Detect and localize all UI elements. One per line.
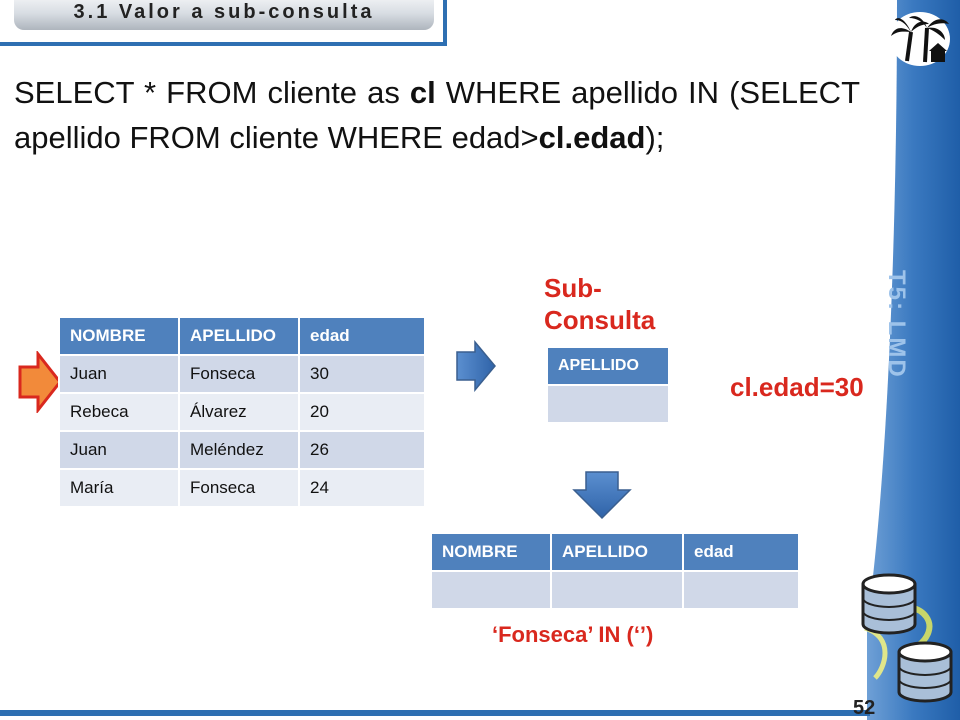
col-edad: edad [298, 316, 426, 356]
flow-right-arrow-icon [456, 340, 496, 392]
cell: Rebeca [58, 392, 180, 432]
main-table: NOMBRE APELLIDO edad Juan Fonseca 30 Reb… [58, 316, 426, 508]
col-nombre: NOMBRE [58, 316, 180, 356]
cell [682, 570, 800, 610]
cell [546, 384, 670, 424]
col-apellido: APELLIDO [178, 316, 300, 356]
side-label: T5: LMD [883, 270, 910, 379]
right-arrow-icon [18, 351, 62, 413]
flow-down-arrow-icon [572, 471, 632, 520]
table-row: Rebeca Álvarez 20 [58, 392, 426, 432]
table-row: Juan Meléndez 26 [58, 430, 426, 470]
subquery-table: APELLIDO [546, 346, 670, 424]
cell: 30 [298, 354, 426, 394]
bottom-rule [0, 710, 870, 716]
cell: Álvarez [178, 392, 300, 432]
col-nombre: NOMBRE [430, 532, 552, 572]
subquery-title: Sub- Consulta [544, 272, 655, 336]
cell: 20 [298, 392, 426, 432]
in-expression: ‘Fonseca’ IN (‘’) [492, 622, 654, 647]
table-row: María Fonseca 24 [58, 468, 426, 508]
subquery-header: APELLIDO [546, 346, 670, 386]
title-frame: 3.1 Valor a sub-consulta [0, 0, 447, 46]
result-table-header: NOMBRE APELLIDO edad [430, 532, 800, 572]
sql-part-3: ); [645, 120, 665, 155]
col-apellido: APELLIDO [550, 532, 684, 572]
palm-tree-icon [890, 12, 950, 66]
slide-title: 3.1 Valor a sub-consulta [73, 1, 375, 23]
table-row [546, 384, 670, 424]
cell: Fonseca [178, 354, 300, 394]
table-row [430, 570, 800, 610]
database-icon [861, 573, 953, 703]
sql-part-1: SELECT * FROM cliente as [14, 75, 410, 110]
condition-label: cl.edad=30 [730, 372, 864, 402]
cell: Juan [58, 430, 180, 470]
cell [430, 570, 552, 610]
cell: 24 [298, 468, 426, 508]
database-cylinder-1 [861, 573, 917, 635]
sql-statement: SELECT * FROM cliente as cl WHERE apelli… [14, 70, 860, 160]
subquery-title-line2: Consulta [544, 305, 656, 335]
title-pill: 3.1 Valor a sub-consulta [14, 0, 434, 30]
cell: 26 [298, 430, 426, 470]
page-number: 52 [853, 697, 876, 719]
main-table-header: NOMBRE APELLIDO edad [58, 316, 426, 356]
subquery-title-line1: Sub- [544, 273, 602, 303]
cell: Fonseca [178, 468, 300, 508]
database-cylinder-2 [897, 641, 953, 703]
col-edad: edad [682, 532, 800, 572]
cell [550, 570, 684, 610]
cell: Meléndez [178, 430, 300, 470]
table-row: Juan Fonseca 30 [58, 354, 426, 394]
col-apellido: APELLIDO [546, 346, 670, 386]
cell: María [58, 468, 180, 508]
sql-part-2: WHERE apellido IN (SELECT apellido FROM … [14, 75, 860, 155]
sql-alias-field: cl.edad [538, 120, 646, 155]
result-table: NOMBRE APELLIDO edad [430, 532, 800, 610]
cell: Juan [58, 354, 180, 394]
sql-alias: cl [409, 75, 436, 110]
